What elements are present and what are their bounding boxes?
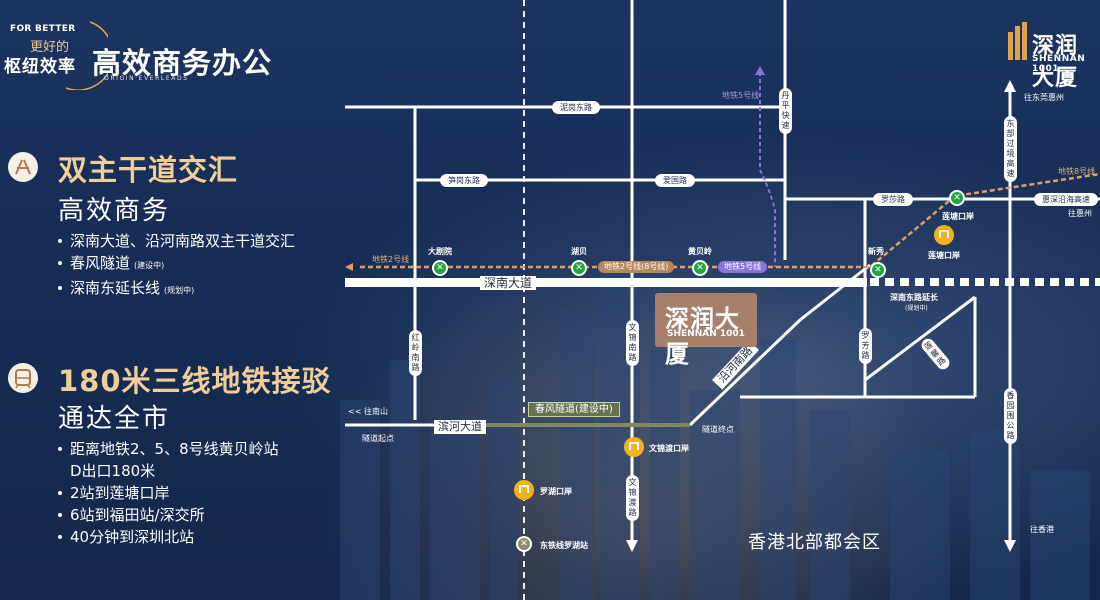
list-item: D出口180米 [70, 462, 156, 480]
logo-mark-icon [1008, 22, 1027, 60]
section-1-bullets: 深南大道、沿河南路双主干道交汇 春风隧道(建设中) 深南东延长线(规划中) [56, 230, 295, 302]
station-hubei: 湖贝 [571, 247, 587, 256]
metro-station-icon: ✕ [571, 260, 587, 276]
east-rail-luohu: 东铁线罗湖站 [540, 541, 588, 550]
line2-8-pill: 地铁2号线(8号线) [598, 261, 675, 273]
road-label-danping: 丹平快速 [779, 88, 792, 134]
page-title: 高效商务办公 [92, 46, 273, 80]
road-label-sungang: 笋岗东路 [440, 174, 488, 187]
metro-station-icon: ✕ [949, 190, 965, 206]
logo-name-en: SHENNAN 1001 [1032, 54, 1086, 74]
list-item: 距离地铁2、5、8号线黄贝岭站 [56, 438, 279, 460]
metro-train-icon [8, 363, 38, 393]
section-1-title: 双主干道交汇 [58, 153, 239, 187]
logo-name: 深润大厦 [1032, 34, 1079, 91]
port-icon [624, 437, 644, 457]
line2-label: 地铁2号线 [372, 255, 410, 264]
road-label-luosha: 罗莎路 [873, 193, 913, 206]
direction-to-hk: 往香港 [1030, 525, 1054, 534]
metro-station-icon: ✕ [870, 262, 886, 278]
line5-pill: 地铁5号线 [718, 261, 768, 273]
road-label-hongling: 红岭南路 [409, 330, 422, 376]
list-item: 6站到福田站/深交所 [56, 504, 279, 526]
brand-tagline-main: 枢纽效率 [4, 57, 76, 77]
line8-label: 地铁8号线 [1058, 167, 1096, 176]
road-label-wenjin-n: 文锦南路 [626, 320, 639, 366]
road-label-xiangyuan: 香园围公路 [1004, 388, 1017, 444]
list-item: 深南大道、沿河南路双主干道交汇 [56, 230, 295, 252]
direction-to-dongguan: 往东莞惠州 [1024, 93, 1064, 102]
section-1-subtitle: 高效商务 [58, 196, 171, 226]
section-2-title: 180米三线地铁接驳 [58, 364, 332, 398]
metro-station-icon: ✕ [432, 260, 448, 276]
road-label-nigang: 泥岗东路 [552, 101, 600, 114]
port-liantang: 莲塘口岸 [928, 251, 960, 260]
road-label-wenjin-s: 文锦渡路 [626, 475, 639, 521]
road-label-luofang: 罗芳路 [859, 328, 872, 364]
road-label-huishen: 惠深沿海高速 [1034, 193, 1098, 206]
tunnel-start: 隧道起点 [362, 434, 394, 443]
brand-tagline-mid: 更好的 [30, 40, 70, 55]
port-wenjindu: 文锦渡口岸 [649, 444, 689, 453]
port-icon [934, 225, 954, 245]
port-icon [514, 480, 534, 500]
brand-arc-icon [65, 21, 108, 90]
road-label-aiguo: 爱国路 [655, 174, 695, 187]
brand-tagline-en: FOR BETTER [10, 24, 76, 34]
metro-station-icon: ✕ [692, 260, 708, 276]
east-rail-station-icon: ✕ [516, 536, 532, 552]
building-marker: 深润大厦 SHENNAN 1001 [655, 293, 757, 368]
road-label-shennan: 深南大道 [480, 276, 537, 290]
building-name: 深润大厦 [665, 305, 740, 368]
list-item: 深南东延长线(规划中) [56, 277, 295, 302]
list-item: 2站到莲塘口岸 [56, 482, 279, 504]
direction-to-huizhou: 往惠州 [1068, 209, 1092, 218]
station-liantang: 莲塘口岸 [942, 212, 974, 221]
list-item: 40分钟到深圳北站 [56, 526, 279, 548]
list-item: 春风隧道(建设中) [56, 252, 295, 277]
page-subtitle-en: ORIGIN EVERLEADS [104, 75, 189, 82]
line5-label: 地铁5号线 [722, 91, 760, 100]
road-label-binhe: 滨河大道 [434, 420, 486, 434]
building-name-en: SHENNAN 1001 [667, 329, 745, 339]
station-xinxiu: 新秀 [868, 247, 884, 256]
direction-to-nanshan: << 往南山 [348, 407, 388, 416]
road-junction-icon [8, 152, 38, 182]
hk-area-label: 香港北部都会区 [748, 532, 881, 553]
shennan-ext-label: 深南东路延长 [890, 293, 938, 302]
section-2-subtitle: 通达全市 [58, 404, 171, 434]
station-huangbeiling: 黄贝岭 [688, 247, 712, 256]
port-luohu: 罗湖口岸 [540, 487, 572, 496]
road-label-dongbu: 东部过境高速 [1004, 116, 1017, 182]
tunnel-end: 隧道终点 [702, 425, 734, 434]
road-label-chunfeng-tunnel: 春风隧道(建设中) [528, 402, 620, 417]
section-2-bullets: 距离地铁2、5、8号线黄贝岭站 D出口180米 2站到莲塘口岸 6站到福田站/深… [56, 438, 279, 548]
shennan-ext-note: (规划中) [905, 305, 928, 312]
city-skyline-backdrop [340, 270, 1090, 600]
station-dajuyuan: 大剧院 [428, 247, 452, 256]
